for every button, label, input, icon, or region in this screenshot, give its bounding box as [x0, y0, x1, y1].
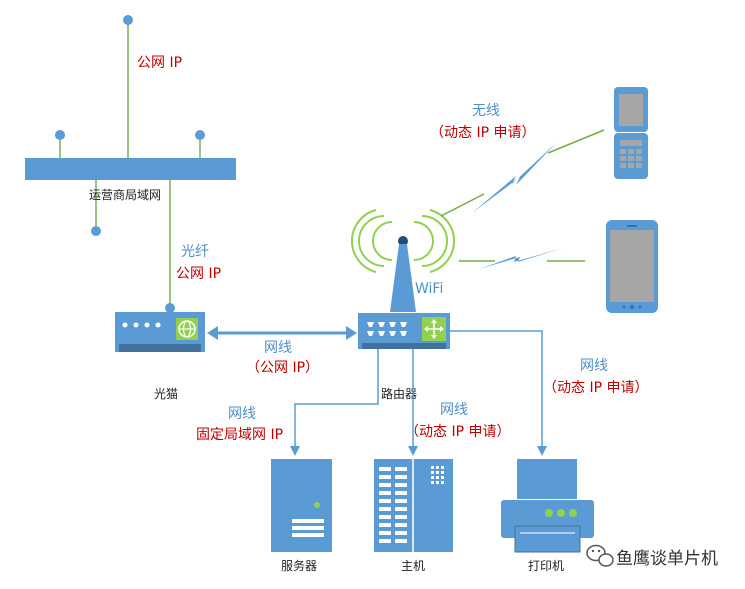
cable-modem-router-label: 网线 [264, 340, 292, 356]
public-ip-top-label: 公网 IP [137, 55, 182, 71]
host-label: 主机 [401, 559, 425, 573]
printer-label: 打印机 [528, 559, 564, 573]
fiber-ip-label: 公网 IP [176, 266, 221, 282]
feature-phone-icon [614, 87, 648, 179]
wifi-label: WiFi [415, 281, 443, 297]
cable-host-label: 网线 [440, 402, 468, 418]
cable-modem-router-ip-label: （公网 IP） [246, 360, 319, 376]
router-device [350, 209, 456, 349]
node-dot [55, 130, 65, 140]
cable-modem-router [207, 326, 357, 340]
host-ip-label: （动态 IP 申请） [405, 424, 510, 440]
smartphone-icon [606, 220, 658, 313]
node-dot [195, 130, 205, 140]
wireless-link-phone [440, 129, 605, 217]
isp-lan [25, 15, 236, 313]
cable-server-label: 网线 [228, 406, 256, 422]
printer-device [501, 459, 594, 553]
cable-printer [450, 330, 543, 448]
modem-device [115, 312, 205, 352]
wireless-link-smartphone [459, 248, 585, 269]
printer-ip-label: （动态 IP 申请） [543, 380, 648, 396]
server-device [271, 459, 332, 552]
wireless-label: 无线 [472, 103, 500, 119]
isp-lan-label: 运营商局域网 [89, 187, 161, 202]
node-dot [91, 226, 101, 236]
router-label: 路由器 [381, 386, 417, 401]
isp-lan-bar [25, 158, 236, 180]
fiber-label: 光纤 [181, 244, 209, 260]
lightning-icon [472, 143, 556, 213]
server-ip-label: 固定局域网 IP [196, 427, 283, 443]
wifi-antenna-icon [350, 209, 456, 312]
cable-printer-label: 网线 [580, 358, 608, 374]
lightning-icon [479, 248, 563, 269]
cable-server [294, 349, 379, 448]
server-label: 服务器 [281, 558, 317, 573]
node-dot [165, 303, 175, 313]
modem-label: 光猫 [154, 387, 178, 401]
wechat-icon [586, 544, 614, 567]
host-device [374, 459, 453, 552]
watermark-text: 鱼鹰谈单片机 [616, 549, 718, 569]
node-dot [123, 15, 133, 25]
wireless-ip-label: （动态 IP 申请） [430, 125, 535, 141]
